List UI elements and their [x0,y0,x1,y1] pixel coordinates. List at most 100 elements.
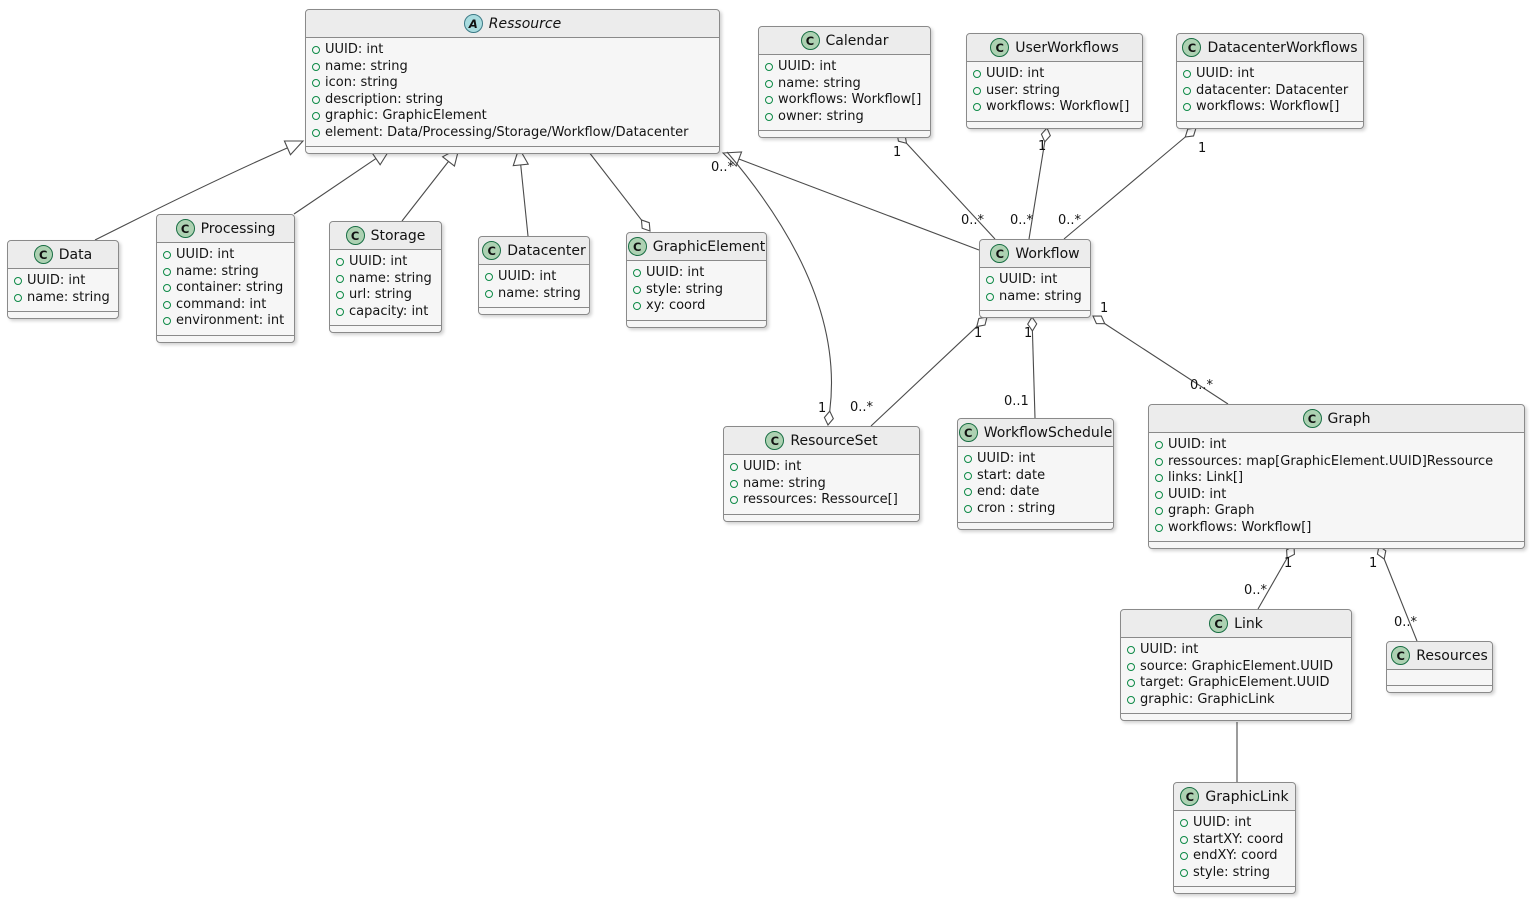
field-visibility-icon [336,307,344,316]
field-visibility-icon [163,300,171,309]
methods-compartment [330,326,441,332]
attribute-text: UUID: int [1168,486,1227,502]
field-visibility-icon [765,63,773,72]
methods-compartment [627,320,766,327]
field-visibility-icon [986,276,994,285]
class-attribute: name: string [336,271,433,288]
attribute-text: UUID: int [176,247,235,262]
class-attribute: description: string [312,92,711,109]
class-attribute: endXY: coord [1180,848,1287,865]
edge-workflow-extends-ressource [738,158,980,251]
class-icon: C [958,423,978,442]
edge-graph-aggregates-link [1257,557,1288,610]
multiplicity-label: 0..* [1190,378,1214,393]
multiplicity-label: 0..1 [1004,394,1029,409]
field-visibility-icon [485,273,493,282]
multiplicity-label: 1 [1284,556,1293,571]
methods-compartment [1174,887,1295,893]
attribute-text: UUID: int [349,254,408,269]
class-name: Graph [1327,410,1371,427]
attribute-text: capacity: int [349,303,429,319]
attribute-text: owner: string [778,108,864,124]
multiplicity-label: 1 [893,145,902,160]
methods-compartment [1121,714,1351,720]
edge-graphicelement-aggregates-ressource [584,146,642,221]
class-icon: C [1182,38,1202,57]
class-attribute: capacity: int [336,304,433,321]
field-visibility-icon [964,488,972,497]
methods-compartment [157,335,294,342]
multiplicity-label: 1 [818,401,827,416]
attribute-text: UUID: int [27,273,86,288]
class-name: Resources [1416,647,1488,664]
aggregation-diamond-workflow-aggregates-workflowschedule [1027,315,1038,333]
class-attribute: name: string [485,286,581,303]
field-visibility-icon [14,293,22,302]
attribute-text: icon: string [325,75,398,90]
attribute-text: graph: Graph [1168,503,1255,518]
class-attribute: UUID: int [633,265,758,282]
class-attribute: UUID: int [986,272,1082,289]
class-attribute: container: string [163,280,286,297]
inheritance-arrow-datacenter-extends-ressource [512,146,530,167]
multiplicity-label: 0..* [961,213,985,228]
methods-compartment [1177,121,1363,128]
attribute-text: name: string [498,285,581,301]
multiplicity-label: 1 [1198,141,1207,156]
class-icon: C [482,241,502,260]
edge-data-extends-ressource [94,147,288,241]
class-attribute: icon: string [312,75,711,92]
class-attribute: command: int [163,297,286,314]
class-attribute: style: string [1180,865,1287,882]
attribute-text: style: string [646,281,724,297]
class-attribute: UUID: int [485,269,581,286]
field-visibility-icon [1155,523,1163,532]
class-attribute: url: string [336,287,433,304]
field-visibility-icon [986,292,994,301]
multiplicity-label: 0..* [1010,213,1034,228]
class-icon: C [990,38,1010,57]
attribute-text: UUID: int [1168,437,1227,452]
class-attribute: name: string [765,76,922,93]
class-attribute: UUID: int [1155,487,1516,504]
field-visibility-icon [336,258,344,267]
attribute-text: endXY: coord [1193,848,1278,863]
field-visibility-icon [14,277,22,286]
methods-compartment [1387,686,1492,692]
attribute-text: url: string [349,287,413,302]
attribute-text: description: string [325,91,444,107]
attribute-text: ressources: map[GraphicElement.UUID]Ress… [1168,453,1494,469]
attribute-text: source: GraphicElement.UUID [1140,658,1334,674]
attribute-text: name: string [778,75,861,91]
class-icon: C [345,226,365,245]
attribute-text: name: string [349,270,432,286]
